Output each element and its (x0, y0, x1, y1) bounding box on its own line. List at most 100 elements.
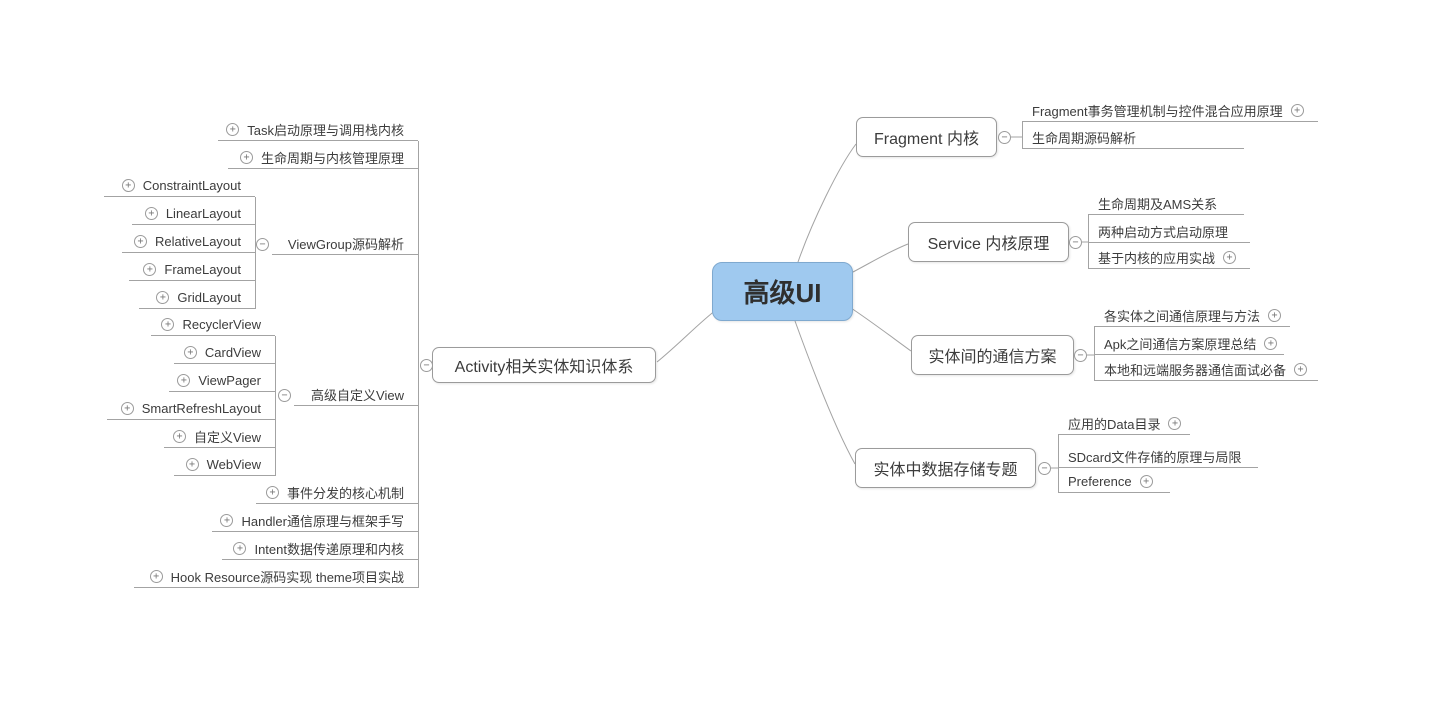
expand-icon[interactable]: + (226, 123, 240, 136)
node-service-two-start[interactable]: 两种启动方式启动原理 (1088, 221, 1250, 243)
expand-icon[interactable]: + (149, 570, 163, 583)
node-label: ConstraintLayout (142, 178, 241, 193)
expand-icon[interactable]: + (185, 458, 199, 471)
node-label: Handler通信原理与框架手写 (241, 514, 404, 529)
node-service-kernel-practice[interactable]: 基于内核的应用实战 + (1088, 247, 1250, 269)
node-label: Hook Resource源码实现 theme项目实战 (170, 570, 404, 585)
link-root-storage (794, 320, 856, 465)
node-service-lifecycle-ams[interactable]: 生命周期及AMS关系 (1088, 193, 1244, 215)
node-cardview[interactable]: + CardView (174, 342, 275, 364)
link-root-service (852, 243, 909, 273)
expand-icon[interactable]: + (143, 263, 157, 276)
node-viewgroup-source[interactable]: ViewGroup源码解析 (272, 233, 418, 255)
expand-icon[interactable]: + (1139, 475, 1153, 488)
topic-fragment-label: Fragment 内核 (874, 131, 979, 148)
node-label: CardView (204, 345, 261, 360)
node-label: 两种启动方式启动原理 (1098, 225, 1229, 240)
collapse-icon-service[interactable]: − (1069, 236, 1082, 249)
topic-service[interactable]: Service 内核原理 (908, 222, 1069, 262)
node-constraintlayout[interactable]: + ConstraintLayout (104, 175, 255, 197)
node-label: RecyclerView (182, 317, 261, 332)
node-fragment-lifecycle[interactable]: 生命周期源码解析 (1022, 127, 1244, 149)
node-remote-communication[interactable]: 本地和远端服务器通信面试必备 + (1094, 359, 1318, 381)
node-entity-communication[interactable]: 各实体之间通信原理与方法 + (1094, 305, 1290, 327)
node-label: RelativeLayout (155, 234, 241, 249)
expand-icon[interactable]: + (1264, 337, 1278, 350)
node-recyclerview[interactable]: + RecyclerView (151, 314, 275, 336)
node-label: ViewGroup源码解析 (287, 237, 404, 252)
topic-fragment[interactable]: Fragment 内核 (856, 117, 997, 157)
node-label: SDcard文件存储的原理与局限 (1068, 450, 1242, 465)
node-label: Fragment事务管理机制与控件混合应用原理 (1032, 104, 1283, 119)
node-label: Intent数据传递原理和内核 (254, 542, 404, 557)
node-webview[interactable]: + WebView (174, 454, 275, 476)
collapse-icon-viewgroup[interactable]: − (256, 238, 269, 251)
node-task-stack[interactable]: + Task启动原理与调用栈内核 (218, 119, 418, 141)
node-label: Preference (1068, 474, 1132, 489)
expand-icon[interactable]: + (1294, 363, 1308, 376)
expand-icon[interactable]: + (120, 402, 134, 415)
collapse-icon-communication[interactable]: − (1074, 349, 1087, 362)
node-label: 高级自定义View (311, 388, 404, 403)
expand-icon[interactable]: + (144, 207, 158, 220)
node-fragment-transaction[interactable]: Fragment事务管理机制与控件混合应用原理 + (1022, 100, 1318, 122)
node-framelayout[interactable]: + FrameLayout (129, 259, 255, 281)
node-intent[interactable]: + Intent数据传递原理和内核 (222, 538, 418, 560)
node-sdcard-storage[interactable]: SDcard文件存储的原理与局限 (1058, 446, 1258, 468)
collapse-icon-activity[interactable]: − (420, 359, 433, 372)
node-customview[interactable]: + 自定义View (164, 426, 275, 448)
node-label: GridLayout (177, 290, 241, 305)
expand-icon[interactable]: + (239, 151, 253, 164)
root-topic[interactable]: 高级UI (712, 262, 853, 321)
link-root-activity (656, 309, 717, 363)
node-data-dir[interactable]: 应用的Data目录 + (1058, 413, 1190, 435)
topic-storage-label: 实体中数据存储专题 (873, 462, 1018, 479)
topic-storage[interactable]: 实体中数据存储专题 (855, 448, 1036, 488)
link-root-communication (850, 307, 912, 352)
node-label: ViewPager (198, 373, 261, 388)
expand-icon[interactable]: + (121, 179, 135, 192)
expand-icon[interactable]: + (177, 374, 191, 387)
node-label: SmartRefreshLayout (141, 401, 261, 416)
node-apk-communication[interactable]: Apk之间通信方案原理总结 + (1094, 333, 1284, 355)
expand-icon[interactable]: + (1268, 309, 1282, 322)
node-label: 事件分发的核心机制 (286, 486, 404, 501)
node-preference[interactable]: Preference + (1058, 471, 1170, 493)
expand-icon[interactable]: + (233, 542, 247, 555)
node-label: FrameLayout (164, 262, 241, 277)
topic-communication-label: 实体间的通信方案 (928, 349, 1057, 366)
root-topic-label: 高级UI (743, 278, 822, 308)
node-smartrefreshlayout[interactable]: + SmartRefreshLayout (107, 398, 275, 420)
node-gridlayout[interactable]: + GridLayout (139, 287, 255, 309)
topic-communication[interactable]: 实体间的通信方案 (911, 335, 1074, 375)
expand-icon[interactable]: + (1290, 104, 1304, 117)
expand-icon[interactable]: + (173, 430, 187, 443)
node-lifecycle-kernel[interactable]: + 生命周期与内核管理原理 (228, 147, 418, 169)
expand-icon[interactable]: + (161, 318, 175, 331)
node-event-dispatch[interactable]: + 事件分发的核心机制 (256, 482, 418, 504)
link-root-fragment (797, 143, 857, 263)
expand-icon[interactable]: + (1168, 417, 1182, 430)
node-label: 生命周期与内核管理原理 (260, 151, 404, 166)
node-relativelayout[interactable]: + RelativeLayout (122, 231, 255, 253)
node-advanced-customview[interactable]: 高级自定义View (294, 384, 418, 406)
collapse-icon-storage[interactable]: − (1038, 462, 1051, 475)
collapse-icon-fragment[interactable]: − (998, 131, 1011, 144)
expand-icon[interactable]: + (156, 291, 170, 304)
topic-activity[interactable]: Activity相关实体知识体系 (432, 347, 656, 383)
topic-activity-label: Activity相关实体知识体系 (454, 359, 634, 376)
collapse-icon-customview[interactable]: − (278, 389, 291, 402)
node-viewpager[interactable]: + ViewPager (169, 370, 275, 392)
expand-icon[interactable]: + (220, 514, 234, 527)
node-hook-resource[interactable]: + Hook Resource源码实现 theme项目实战 (134, 566, 418, 588)
node-label: 应用的Data目录 (1068, 417, 1161, 432)
node-handler[interactable]: + Handler通信原理与框架手写 (212, 510, 418, 532)
expand-icon[interactable]: + (265, 486, 279, 499)
expand-icon[interactable]: + (134, 235, 147, 248)
expand-icon[interactable]: + (1223, 251, 1237, 264)
node-linearlayout[interactable]: + LinearLayout (132, 203, 255, 225)
node-label: Task启动原理与调用栈内核 (247, 123, 404, 138)
node-label: LinearLayout (165, 206, 241, 221)
expand-icon[interactable]: + (183, 346, 197, 359)
